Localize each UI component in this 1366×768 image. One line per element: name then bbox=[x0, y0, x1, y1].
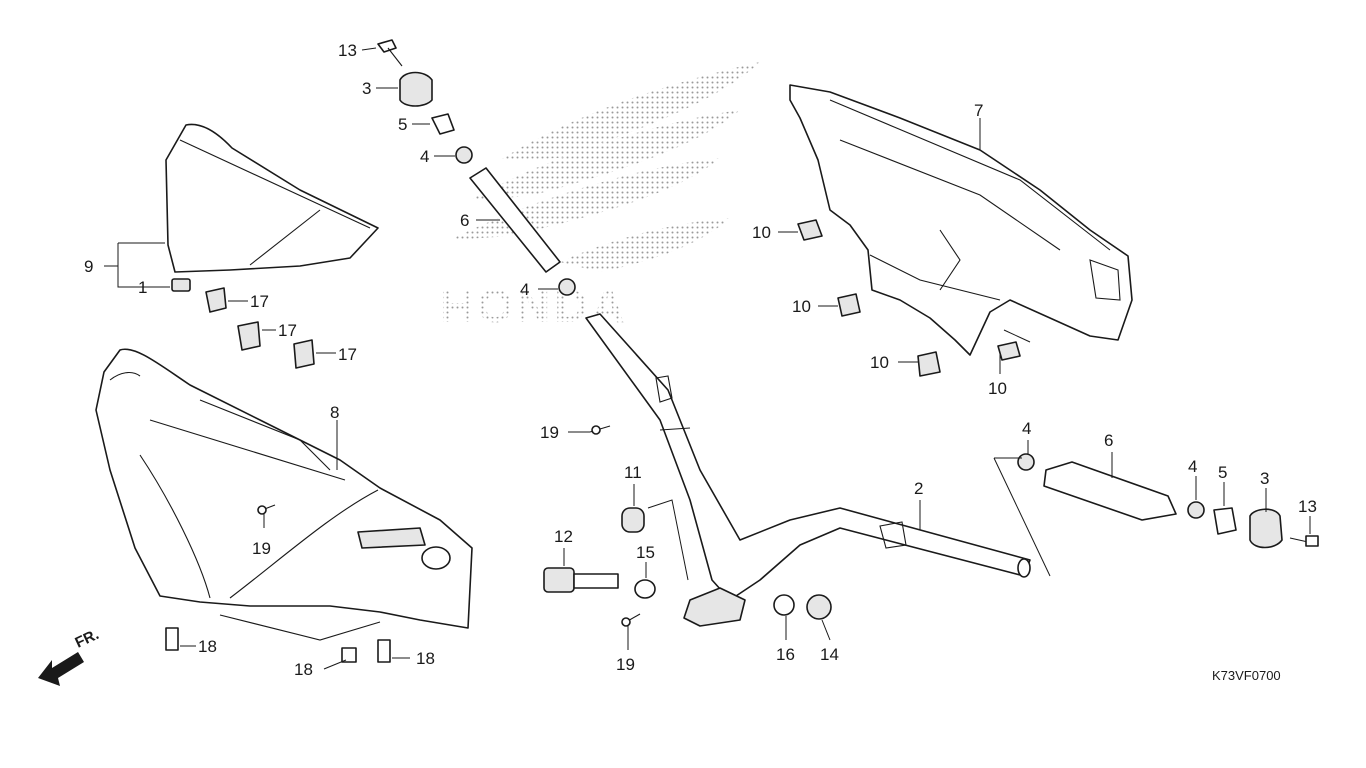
callout-6: 6 bbox=[460, 211, 469, 230]
collar-part-4d bbox=[1187, 501, 1205, 519]
clip-part-17a bbox=[205, 287, 227, 313]
front-direction-label: FR. bbox=[73, 626, 102, 652]
handlebar-part-2 bbox=[585, 313, 1031, 627]
windscreen-part-9 bbox=[165, 123, 379, 273]
screw-part-19a bbox=[589, 425, 611, 435]
leader-lines bbox=[104, 47, 1311, 670]
callout-1: 1 bbox=[138, 278, 147, 297]
callout-3: 3 bbox=[1260, 469, 1269, 488]
weight-part-3a bbox=[399, 71, 433, 107]
callout-4: 4 bbox=[420, 147, 429, 166]
screw-part-13b bbox=[1289, 535, 1319, 547]
callout-9: 9 bbox=[84, 257, 93, 276]
screw-part-18c bbox=[377, 639, 391, 663]
callout-19: 19 bbox=[616, 655, 635, 674]
callout-15: 15 bbox=[636, 543, 655, 562]
callout-18: 18 bbox=[294, 660, 313, 679]
clip-part-10b bbox=[837, 293, 861, 317]
callout-17: 17 bbox=[338, 345, 357, 364]
screw-part-18a bbox=[165, 627, 179, 651]
callout-4: 4 bbox=[1022, 419, 1031, 438]
clip-part-17b bbox=[237, 321, 261, 351]
callout-11: 11 bbox=[624, 463, 642, 482]
clip-part-17c bbox=[293, 339, 315, 369]
collar-part-4b bbox=[558, 278, 576, 296]
callout-10: 10 bbox=[792, 297, 811, 316]
callout-14: 14 bbox=[820, 645, 839, 664]
screw-part-13a bbox=[377, 39, 403, 67]
callout-10: 10 bbox=[752, 223, 771, 242]
clip-part-10a bbox=[797, 219, 823, 241]
collar-part-4c bbox=[1017, 453, 1035, 471]
callout-4: 4 bbox=[520, 280, 529, 299]
grip-rubber-part-6a bbox=[469, 167, 561, 273]
callout-18: 18 bbox=[416, 649, 435, 668]
front-direction-arrow-icon: FR. bbox=[38, 626, 102, 686]
honda-wing-logo: HONDA bbox=[440, 62, 760, 332]
callout-2: 2 bbox=[914, 479, 923, 498]
callout-8: 8 bbox=[330, 403, 339, 422]
callout-19: 19 bbox=[540, 423, 559, 442]
screw-part-19c bbox=[621, 613, 641, 627]
callout-13: 13 bbox=[338, 41, 357, 60]
bolt-part-12 bbox=[543, 567, 619, 593]
callout-13: 13 bbox=[1298, 497, 1317, 516]
callout-5: 5 bbox=[398, 115, 407, 134]
callout-4: 4 bbox=[1188, 457, 1197, 476]
rear-handle-cover-part-7 bbox=[789, 84, 1133, 356]
nut-part-14 bbox=[806, 594, 832, 620]
front-handle-cover-part-8 bbox=[95, 348, 473, 641]
callout-19: 19 bbox=[252, 539, 271, 558]
callout-10: 10 bbox=[988, 379, 1007, 398]
callout-labels: 13 3 5 4 6 4 9 1 17 17 17 8 19 18 18 18 … bbox=[84, 41, 1317, 679]
figure-code: K73VF0700 bbox=[1212, 668, 1281, 683]
callout-18: 18 bbox=[198, 637, 217, 656]
callout-5: 5 bbox=[1218, 463, 1227, 482]
callout-3: 3 bbox=[362, 79, 371, 98]
clip-part-5a bbox=[431, 113, 455, 135]
callout-16: 16 bbox=[776, 645, 795, 664]
callout-12: 12 bbox=[554, 527, 573, 546]
callout-6: 6 bbox=[1104, 431, 1113, 450]
callout-7: 7 bbox=[974, 101, 983, 120]
nut-part-15 bbox=[634, 579, 656, 599]
collar-part-16 bbox=[773, 594, 795, 616]
weight-part-3b bbox=[1249, 508, 1283, 549]
rubber-part-11 bbox=[621, 507, 645, 533]
screw-part-19b bbox=[257, 504, 276, 515]
callout-17: 17 bbox=[278, 321, 297, 340]
grip-rubber-part-6b bbox=[1043, 461, 1177, 521]
callout-17: 17 bbox=[250, 292, 269, 311]
clip-part-10c bbox=[917, 351, 941, 377]
collar-part-4a bbox=[455, 146, 473, 164]
clip-part-1 bbox=[171, 278, 191, 292]
callout-10: 10 bbox=[870, 353, 889, 372]
clip-part-10d bbox=[997, 341, 1021, 361]
clip-part-5b bbox=[1213, 507, 1237, 535]
screw-part-18b bbox=[341, 647, 357, 663]
